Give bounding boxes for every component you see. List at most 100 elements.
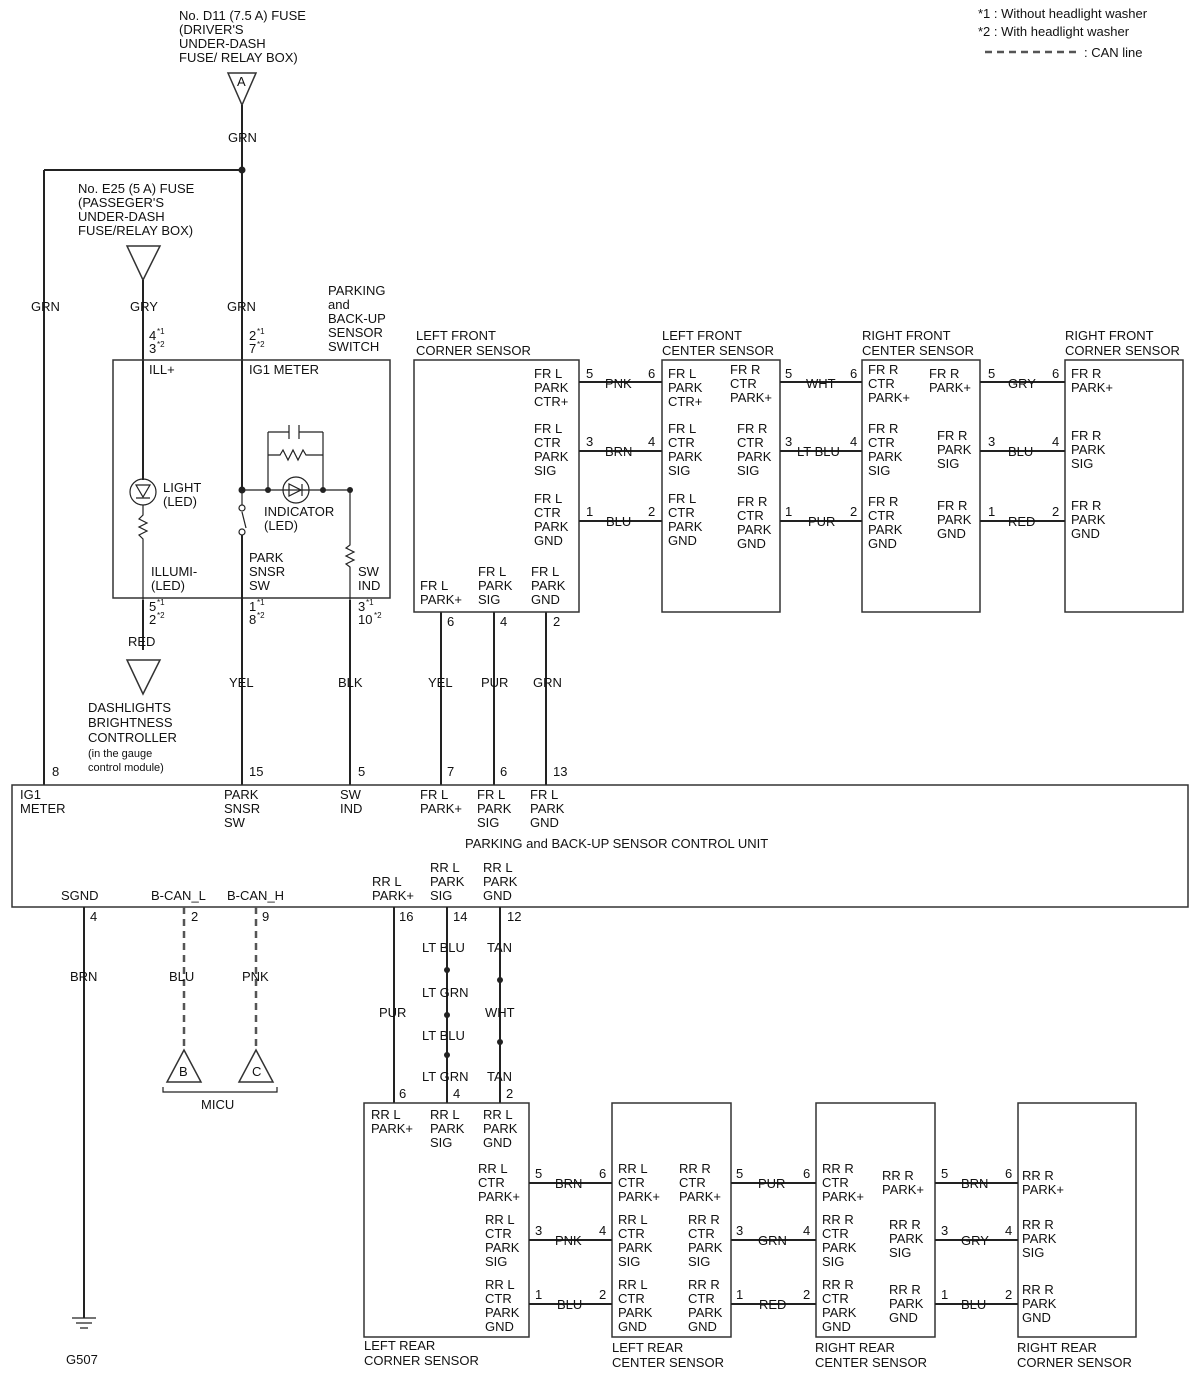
- cu-park-2: SNSR: [224, 801, 260, 816]
- rf-corner-title-2: CORNER SENSOR: [1065, 343, 1180, 358]
- switch-light-led-2: (LED): [163, 494, 197, 509]
- rf-center-r1-2: SIG: [937, 456, 959, 471]
- lr-center-r0-0: RR R: [679, 1161, 711, 1176]
- fuse-d11-label-3: UNDER-DASH: [179, 36, 266, 51]
- can-connector-b-symbol: [165, 1048, 203, 1083]
- lr-corner-title-1: LEFT REAR: [364, 1338, 435, 1353]
- lr-corner-t1-0: RR L: [430, 1107, 460, 1122]
- lf-center-pin-l1: 4: [648, 434, 655, 449]
- cu-frl-sig-1: FR L: [477, 787, 505, 802]
- lr-corner-r0-1: CTR: [478, 1175, 505, 1190]
- wire-color-pur-rr: PUR: [379, 1005, 406, 1020]
- dashlights-3: CONTROLLER: [88, 730, 177, 745]
- lf-corner-pin-r2: 1: [586, 504, 593, 519]
- lf-corner-pin-r1: 3: [586, 434, 593, 449]
- lr-center-title-1: LEFT REAR: [612, 1340, 683, 1355]
- sup-2: *2: [374, 611, 382, 620]
- rc-link-color-2: RED: [759, 1297, 786, 1312]
- rr-corner-l1-0: RR R: [1022, 1217, 1054, 1232]
- lr-center-pin-r0: 5: [736, 1166, 743, 1181]
- rr-corner-pin-l1: 4: [1005, 1223, 1012, 1238]
- wire-color-pur-fr: PUR: [481, 675, 508, 690]
- rf-link-color-2: RED: [1008, 514, 1035, 529]
- cu-pin-frl-sig: 6: [500, 764, 507, 779]
- lr-center-pin-r1: 3: [736, 1223, 743, 1238]
- lr-center-l1-2: PARK: [618, 1240, 653, 1255]
- lf-corner-b1-l2: SIG: [478, 592, 500, 607]
- switch-light-led-1: LIGHT: [163, 480, 201, 495]
- lr-corner-r2-3: GND: [485, 1319, 514, 1334]
- switch-ig1-meter: IG1 METER: [249, 362, 319, 377]
- lf-corner-r0-l2: CTR+: [534, 394, 568, 409]
- rf-center-pin-l1: 4: [850, 434, 857, 449]
- rr-center-r1-2: SIG: [889, 1245, 911, 1260]
- ground-symbol: [72, 1317, 96, 1329]
- rc-link-color-1: GRN: [758, 1233, 787, 1248]
- rr-corner-l1-2: SIG: [1022, 1245, 1044, 1260]
- switch-indicator-2: (LED): [264, 518, 298, 533]
- switch-ill-plus: ILL+: [149, 362, 175, 377]
- wire-color-yel-park: YEL: [229, 675, 254, 690]
- rf-center-pin-r0: 5: [988, 366, 995, 381]
- fc-link-color-2: PUR: [808, 514, 835, 529]
- fuse-a-connector-symbol: [226, 72, 258, 107]
- lf-center-l0-2: CTR+: [668, 394, 702, 409]
- wiring-lines: [11, 50, 1189, 1338]
- pin-park-top: 1: [249, 599, 256, 614]
- can-connector-c-symbol: [237, 1048, 275, 1083]
- wire-color-gry: GRY: [130, 299, 158, 314]
- lf-center-r2-3: GND: [737, 536, 766, 551]
- lr-center-l0-0: RR L: [618, 1161, 648, 1176]
- cu-rrl-sig-1: RR L: [430, 860, 460, 875]
- lr-link-color-1: PNK: [555, 1233, 582, 1248]
- lf-center-pin-l0: 6: [648, 366, 655, 381]
- lr-corner-t1-1: PARK: [430, 1121, 465, 1136]
- lf-center-l1-3: SIG: [668, 463, 690, 478]
- wire-color-grn-fr: GRN: [533, 675, 562, 690]
- switch-park-1: PARK: [249, 550, 284, 565]
- lf-corner-r1-l0: FR L: [534, 421, 562, 436]
- lr-center-r2-3: GND: [688, 1319, 717, 1334]
- rf-corner-l2-0: FR R: [1071, 498, 1101, 513]
- lf-center-l1-2: PARK: [668, 449, 703, 464]
- rr-center-l1-1: CTR: [822, 1226, 849, 1241]
- rr-corner-l1-1: PARK: [1022, 1231, 1057, 1246]
- lr-corner-t0-1: PARK+: [371, 1121, 413, 1136]
- rr-center-r1-0: RR R: [889, 1217, 921, 1232]
- rr-center-l0-0: RR R: [822, 1161, 854, 1176]
- rf-center-l0-2: PARK+: [868, 390, 910, 405]
- lf-corner-r2-l2: PARK: [534, 519, 569, 534]
- rr-center-r0-0: RR R: [882, 1168, 914, 1183]
- rr-center-title-2: CENTER SENSOR: [815, 1355, 927, 1370]
- lr-center-r1-1: CTR: [688, 1226, 715, 1241]
- lr-center-pin-l0: 6: [599, 1166, 606, 1181]
- rf-corner-l1-0: FR R: [1071, 428, 1101, 443]
- sup-2: *2: [157, 340, 165, 349]
- lr-center-r0-2: PARK+: [679, 1189, 721, 1204]
- wire-color-rr-gnd-2: WHT: [485, 1005, 515, 1020]
- right-front-center-sensor-box: [861, 359, 981, 613]
- lf-corner-pin-b1: 4: [500, 614, 507, 629]
- cu-park-3: SW: [224, 815, 246, 830]
- rr-link-color-2: BLU: [961, 1297, 986, 1312]
- lr-corner-r2-2: PARK: [485, 1305, 520, 1320]
- lr-link-color-0: BRN: [555, 1176, 582, 1191]
- rr-center-title-1: RIGHT REAR: [815, 1340, 895, 1355]
- rr-corner-l0-0: RR R: [1022, 1168, 1054, 1183]
- cu-frl-sig-2: PARK: [477, 801, 512, 816]
- lr-corner-r1-1: CTR: [485, 1226, 512, 1241]
- rr-corner-title-2: CORNER SENSOR: [1017, 1355, 1132, 1370]
- micu-label: MICU: [201, 1097, 234, 1112]
- lf-corner-r2-l3: GND: [534, 533, 563, 548]
- rf-link-color-0: GRY: [1008, 376, 1036, 391]
- switch-title-5: SWITCH: [328, 339, 379, 354]
- rr-corner-l2-0: RR R: [1022, 1282, 1054, 1297]
- rr-corner-pin-l0: 6: [1005, 1166, 1012, 1181]
- lf-center-pin-r2: 1: [785, 504, 792, 519]
- lr-center-l2-1: CTR: [618, 1291, 645, 1306]
- cu-pin-rrl-plus: 16: [399, 909, 413, 924]
- rr-center-l2-0: RR R: [822, 1277, 854, 1292]
- wire-color-yel-fr: YEL: [428, 675, 453, 690]
- pin-ig-bot: 7: [249, 341, 256, 356]
